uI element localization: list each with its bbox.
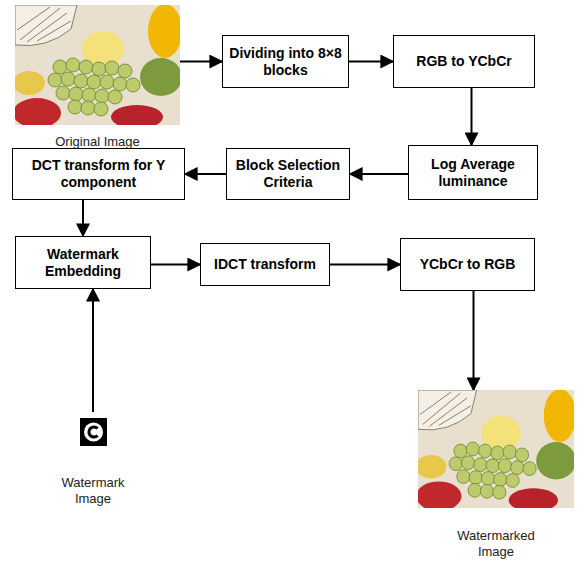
image-node: Watermarked Image bbox=[412, 390, 579, 560]
process-box: Watermark Embedding bbox=[15, 236, 151, 289]
image-caption: Watermarked Image bbox=[449, 528, 544, 560]
process-box: YCbCr to RGB bbox=[400, 238, 535, 291]
box-label: Dividing into 8×8 blocks bbox=[229, 45, 342, 79]
flow-arrow bbox=[180, 61, 222, 63]
flow-arrow bbox=[92, 289, 94, 412]
box-label: IDCT transform bbox=[214, 256, 316, 273]
box-label: Log Average luminance bbox=[415, 156, 531, 190]
process-box: Block Selection Criteria bbox=[226, 148, 350, 200]
process-box: Dividing into 8×8 blocks bbox=[222, 35, 349, 88]
box-label: YCbCr to RGB bbox=[420, 256, 516, 273]
flow-arrow bbox=[350, 173, 408, 175]
box-label: DCT transform for Y component bbox=[19, 157, 178, 191]
process-box: Log Average luminance bbox=[408, 145, 538, 200]
flow-arrow bbox=[151, 264, 200, 266]
process-box: IDCT transform bbox=[200, 243, 330, 286]
fruit-photo bbox=[15, 5, 180, 125]
image-node: Original Image bbox=[15, 5, 180, 150]
process-box: DCT transform for Y component bbox=[12, 148, 185, 200]
copyright-icon bbox=[80, 418, 107, 446]
watermarked-photo bbox=[418, 390, 574, 508]
box-label: Watermark Embedding bbox=[22, 246, 144, 280]
flow-arrow bbox=[82, 200, 84, 236]
box-label: RGB to YCbCr bbox=[416, 53, 511, 70]
box-label: Block Selection Criteria bbox=[233, 157, 343, 191]
flow-arrow bbox=[330, 264, 400, 266]
process-box: RGB to YCbCr bbox=[393, 35, 535, 88]
flow-arrow bbox=[471, 88, 473, 145]
flow-arrow bbox=[349, 61, 393, 63]
flow-arrow bbox=[473, 291, 475, 390]
image-caption: Watermark Image bbox=[58, 475, 128, 507]
image-node: Watermark Image bbox=[46, 412, 140, 507]
flow-arrow bbox=[185, 173, 226, 175]
